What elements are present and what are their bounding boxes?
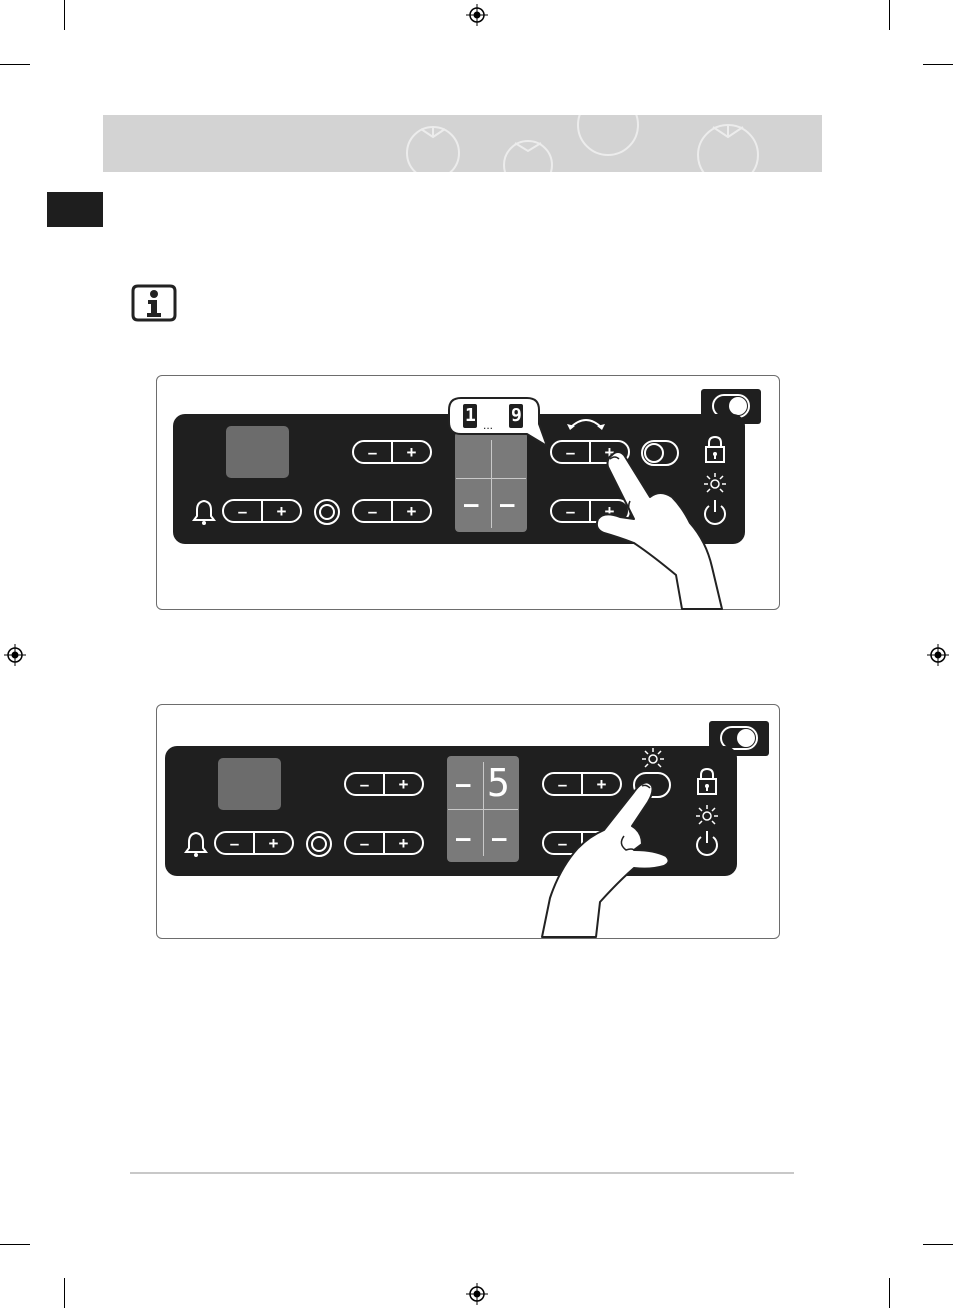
- tomato-watermark-icon: [403, 115, 822, 172]
- minus-button[interactable]: –: [354, 442, 391, 462]
- zone-digit-top-right: 5: [487, 764, 510, 802]
- zone-digit-bottom-left: –: [464, 492, 478, 516]
- hand-pointer-icon: [538, 778, 678, 938]
- minus-button[interactable]: –: [224, 501, 261, 521]
- crop-mark: [0, 1244, 30, 1245]
- light-icon: [695, 804, 719, 828]
- ring-icon[interactable]: [313, 498, 341, 526]
- crop-mark: [64, 0, 65, 30]
- zone-digit-top-left: –: [456, 772, 470, 796]
- minus-button[interactable]: –: [552, 442, 589, 462]
- minus-button[interactable]: –: [216, 833, 253, 853]
- bubble-digit-from: 1: [465, 407, 476, 425]
- bell-icon: [191, 498, 217, 526]
- plus-button[interactable]: +: [261, 501, 300, 521]
- crop-mark: [0, 64, 30, 65]
- header-band: [103, 115, 822, 172]
- zone-2-stepper: – +: [352, 499, 432, 523]
- timer-display: [218, 758, 281, 810]
- plus-button[interactable]: +: [383, 833, 422, 853]
- bubble-digit-to: 9: [511, 407, 522, 425]
- timer-stepper: – +: [214, 831, 294, 855]
- registration-mark-icon: [4, 644, 26, 666]
- info-icon: [130, 283, 178, 323]
- plus-button[interactable]: +: [253, 833, 292, 853]
- crop-mark: [923, 64, 953, 65]
- crop-mark: [889, 1278, 890, 1308]
- minus-button[interactable]: –: [552, 501, 589, 521]
- plus-button[interactable]: +: [391, 501, 430, 521]
- minus-button[interactable]: –: [346, 833, 383, 853]
- bubble-ellipsis: ...: [483, 418, 493, 432]
- plus-button[interactable]: +: [391, 442, 430, 462]
- level-range-bubble: [447, 396, 547, 456]
- footer-rule: [130, 1172, 794, 1174]
- crop-mark: [64, 1278, 65, 1308]
- rotate-arrow-icon: [566, 414, 606, 432]
- plus-button[interactable]: +: [383, 774, 422, 794]
- ring-icon[interactable]: [305, 830, 333, 858]
- crop-mark: [923, 1244, 953, 1245]
- zone-divider: [456, 478, 526, 479]
- minus-button[interactable]: –: [354, 501, 391, 521]
- bell-icon: [183, 830, 209, 858]
- power-icon[interactable]: [693, 829, 721, 859]
- timer-stepper: – +: [222, 499, 302, 523]
- zone-1-stepper: – +: [352, 440, 432, 464]
- lock-icon[interactable]: [695, 767, 719, 797]
- minus-button[interactable]: –: [346, 774, 383, 794]
- hand-pointer-icon: [590, 445, 730, 610]
- registration-mark-icon: [466, 1283, 488, 1305]
- zone-digit-bottom-right: –: [500, 492, 514, 516]
- zone-1-stepper: – +: [344, 772, 424, 796]
- zone-digit-bottom-left: –: [456, 826, 470, 850]
- language-tab: [47, 192, 103, 227]
- zone-divider: [448, 809, 518, 810]
- zone-digit-bottom-right: –: [492, 826, 506, 850]
- light-icon: [641, 747, 665, 771]
- timer-display: [226, 426, 289, 478]
- registration-mark-icon: [466, 4, 488, 26]
- zone-2-stepper: – +: [344, 831, 424, 855]
- crop-mark: [889, 0, 890, 30]
- registration-mark-icon: [927, 644, 949, 666]
